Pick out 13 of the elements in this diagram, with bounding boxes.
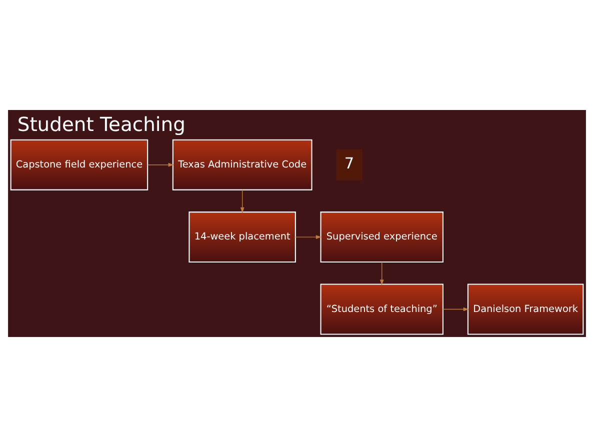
arrow [240,189,244,212]
arrow [147,162,174,166]
arrow [442,306,469,311]
diagram-title: Student Teaching [17,112,186,136]
node-box: Supervised experience [320,211,444,262]
node-box: Capstone field experience [10,138,148,190]
arrow [295,234,322,238]
label: 7 [344,154,354,172]
node-box: Texas Administrative Code [172,138,312,190]
node-box: 14-week placement [188,211,296,262]
node-box: Danielson Framework [467,283,584,334]
node-box: “Students of teaching” [320,283,444,334]
arrow [380,261,384,285]
